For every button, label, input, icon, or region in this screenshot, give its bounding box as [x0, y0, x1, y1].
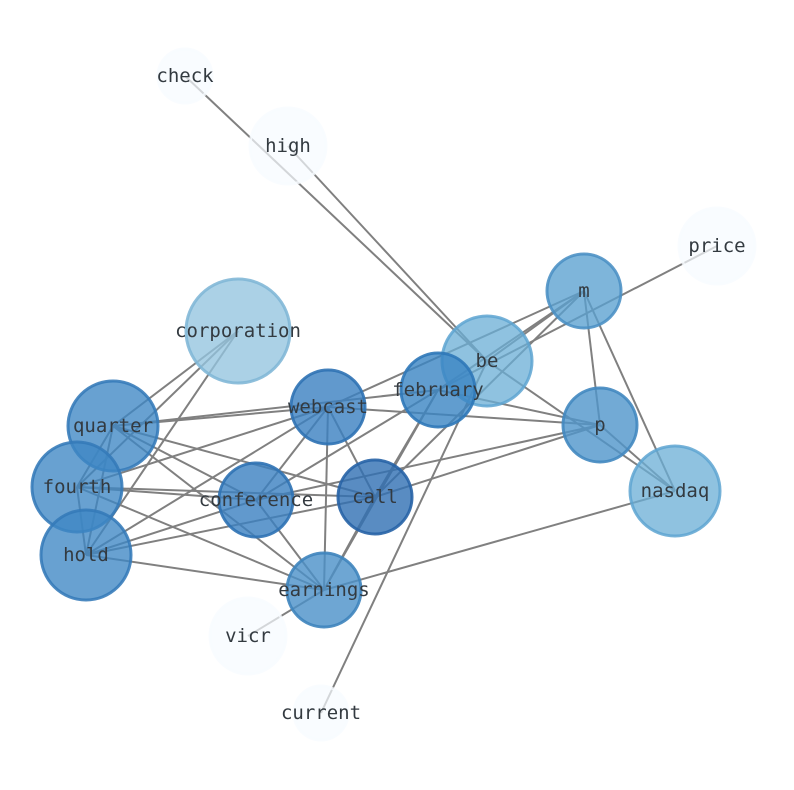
node-label-vicr: vicr [225, 625, 271, 647]
node-label-check: check [156, 65, 214, 87]
node-corporation: corporation [175, 277, 301, 385]
node-circle-corporation [184, 277, 292, 385]
node-circle-m [545, 252, 623, 330]
edge-call-p [374, 424, 601, 498]
node-nasdaq: nasdaq [628, 444, 722, 538]
node-circle-earnings [285, 551, 363, 629]
edge-february-quarter [112, 389, 439, 427]
node-label-webcast: webcast [288, 396, 368, 418]
node-call: call [336, 458, 414, 536]
node-vicr: vicr [208, 596, 288, 676]
node-label-fourth: fourth [43, 476, 112, 498]
node-hold: hold [39, 508, 133, 602]
node-circle-p [561, 386, 639, 464]
node-label-earnings: earnings [278, 579, 370, 601]
nodes-layer: check high price m corporation be february webc… [30, 47, 757, 742]
node-circle-hold [39, 508, 133, 602]
node-label-current: current [281, 702, 361, 724]
edge-high-be [287, 145, 488, 362]
edge-earnings-nasdaq [323, 490, 676, 591]
node-price: price [677, 206, 757, 286]
node-label-quarter: quarter [73, 415, 153, 437]
node-label-february: february [392, 379, 484, 401]
node-circle-nasdaq [628, 444, 722, 538]
node-label-p: p [594, 414, 605, 436]
node-circle-webcast [289, 368, 367, 446]
node-label-hold: hold [63, 544, 109, 566]
node-label-corporation: corporation [175, 320, 301, 342]
node-february: february [392, 351, 484, 429]
node-circle-check [156, 47, 214, 105]
node-fourth: fourth [30, 440, 124, 534]
node-label-nasdaq: nasdaq [641, 480, 710, 502]
node-check: check [156, 47, 214, 105]
node-m: m [545, 252, 623, 330]
node-label-price: price [688, 235, 745, 257]
node-label-high: high [265, 135, 311, 157]
edge-check-be [184, 75, 488, 362]
node-label-call: call [352, 486, 398, 508]
node-label-m: m [578, 280, 589, 302]
node-earnings: earnings [278, 551, 370, 629]
node-circle-vicr [208, 596, 288, 676]
node-current: current [281, 684, 361, 742]
node-circle-february [399, 351, 477, 429]
edge-webcast-hold [85, 406, 329, 556]
node-conference: conference [199, 461, 313, 539]
node-circle-call [336, 458, 414, 536]
node-circle-high [248, 106, 328, 186]
node-p: p [561, 386, 639, 464]
node-circle-current [292, 684, 350, 742]
node-label-be: be [476, 350, 499, 372]
edge-conference-p [255, 424, 601, 501]
node-webcast: webcast [288, 368, 368, 446]
node-label-conference: conference [199, 489, 313, 511]
node-high: high [248, 106, 328, 186]
node-circle-conference [217, 461, 295, 539]
node-circle-price [677, 206, 757, 286]
